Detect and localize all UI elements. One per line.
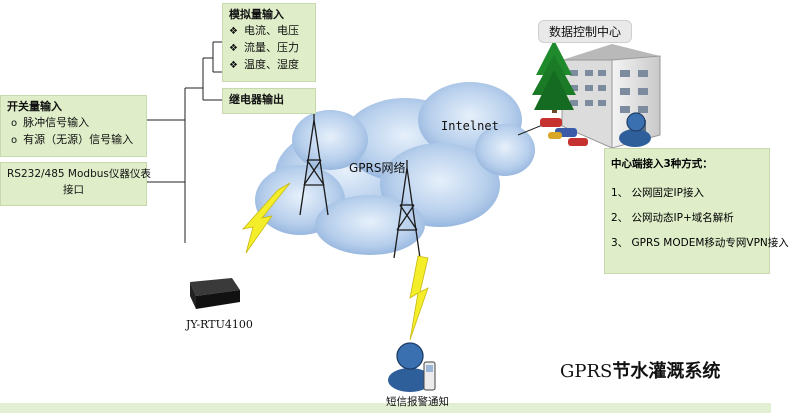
connector-lines — [147, 41, 222, 243]
rs232-line2: 接口 — [63, 184, 84, 196]
center-access-option: 1、 公网固定IP接入 — [611, 187, 704, 199]
center-access-title: 中心端接入3种方式： — [611, 158, 713, 170]
footer-strip — [0, 403, 771, 413]
gprs-network-label: GPRS网络 — [349, 161, 406, 175]
rs232-line1: RS232/485 Modbus仪器仪表 — [7, 168, 151, 180]
center-access-panel: 中心端接入3种方式： 1、 公网固定IP接入 2、 公网动态IP+域名解析 3、… — [604, 148, 789, 274]
diagram-stage: 模拟量输入 ❖ 电流、电压 ❖ 流量、压力 ❖ 温度、湿度 继电器输出 开关量输入 o… — [0, 3, 789, 413]
diagram-graphics — [0, 40, 771, 413]
relay-output-title: 继电器输出 — [229, 93, 284, 106]
switch-item: o 脉冲信号输入 — [7, 115, 140, 132]
switch-item-label: 有源（无源）信号输入 — [23, 133, 134, 146]
operator-icon — [619, 112, 651, 147]
diamond-bullet-icon: ❖ — [229, 60, 238, 71]
tower-icon — [393, 160, 421, 259]
system-title-prefix: GPRS — [560, 361, 613, 382]
rtu-device-icon — [190, 278, 240, 309]
analog-input-box: 模拟量输入 ❖ 电流、电压 ❖ 流量、压力 ❖ 温度、湿度 — [222, 3, 316, 82]
internet-link — [517, 123, 546, 136]
analog-input-title: 模拟量输入 — [229, 8, 284, 21]
rs232-interface-box: RS232/485 Modbus仪器仪表 接口 — [0, 162, 151, 206]
building-icon — [561, 44, 661, 149]
circle-bullet-icon: o — [11, 135, 18, 146]
tree-icon — [532, 40, 576, 113]
relay-output-box: 继电器输出 — [222, 88, 316, 114]
analog-item: ❖ 流量、压力 — [229, 40, 309, 57]
analog-item-label: 温度、湿度 — [243, 58, 299, 71]
rtu-device-label: JY-RTU4100 — [186, 318, 253, 331]
sms-alert-label: 短信报警通知 — [386, 396, 449, 408]
diamond-bullet-icon: ❖ — [229, 26, 238, 37]
center-access-option: 2、 公网动态IP+域名解析 — [611, 212, 734, 224]
lightning-icon — [241, 182, 429, 341]
diamond-bullet-icon: ❖ — [229, 43, 238, 54]
analog-item-label: 电流、电压 — [243, 24, 299, 37]
analog-item: ❖ 温度、湿度 — [229, 57, 309, 74]
switch-item: o 有源（无源）信号输入 — [7, 132, 140, 149]
tower-icon — [299, 112, 329, 216]
system-title: GPRS节水灌溉系统 — [560, 357, 720, 383]
circle-bullet-icon: o — [11, 118, 18, 129]
switch-input-box: 开关量输入 o 脉冲信号输入 o 有源（无源）信号输入 — [0, 95, 147, 157]
analog-item: ❖ 电流、电压 — [229, 23, 309, 40]
switch-input-title: 开关量输入 — [7, 100, 62, 113]
center-access-option: 3、 GPRS MODEM移动专网VPN接入 — [611, 237, 789, 249]
switch-item-label: 脉冲信号输入 — [23, 116, 90, 129]
analog-item-label: 流量、压力 — [243, 41, 299, 54]
sms-alert-icon — [388, 342, 436, 392]
data-center-label: 数据控制中心 — [538, 20, 633, 43]
system-title-suffix: 节水灌溉系统 — [612, 361, 721, 382]
cars-icon — [540, 118, 588, 146]
internet-label: Intelnet — [441, 119, 499, 133]
